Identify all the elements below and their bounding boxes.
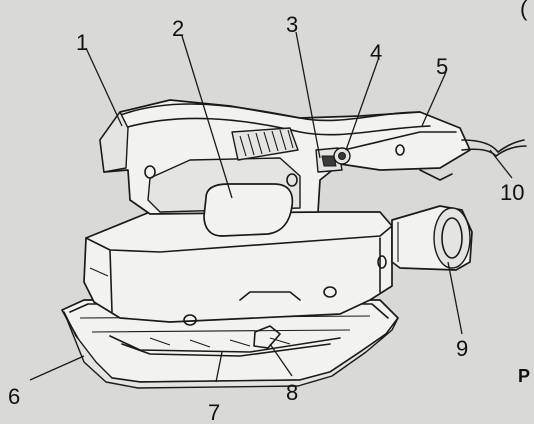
- handle-housing: [99, 99, 471, 237]
- label-7: 7: [208, 400, 220, 424]
- label-2: 2: [172, 16, 184, 41]
- label-5: 5: [436, 54, 448, 79]
- label-4: 4: [370, 40, 382, 65]
- label-3: 3: [286, 12, 298, 37]
- edge-fragment: P: [518, 366, 530, 386]
- lock-button: [333, 147, 351, 165]
- dust-outlet: [391, 205, 473, 271]
- label-6: 6: [8, 384, 20, 409]
- label-1: 1: [76, 30, 88, 55]
- top-right-fragment: (: [520, 0, 528, 21]
- ventilation-slots: [231, 127, 299, 161]
- label-8: 8: [286, 380, 298, 405]
- paper-clamp: [109, 325, 341, 357]
- power-cord: [461, 139, 527, 157]
- label-10: 10: [500, 180, 524, 205]
- label-9: 9: [456, 336, 468, 361]
- lower-housing: [83, 211, 393, 326]
- leader-lines: [29, 31, 513, 383]
